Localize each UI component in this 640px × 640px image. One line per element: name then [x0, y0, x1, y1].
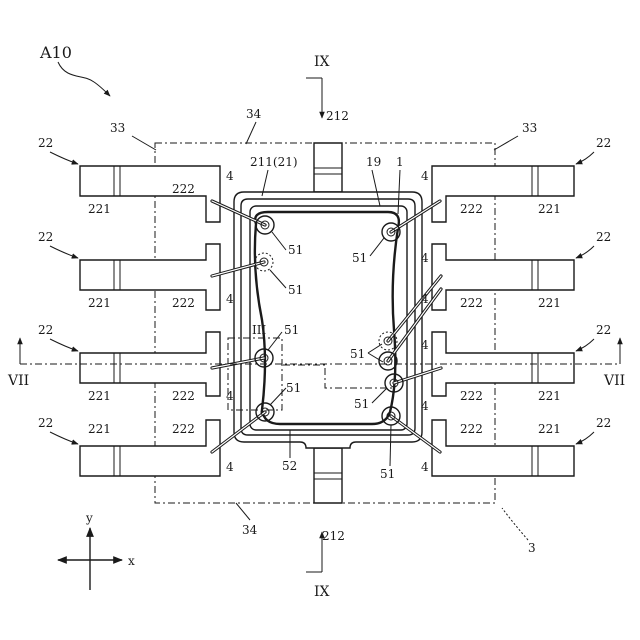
label-211-21: 211(21): [250, 155, 298, 169]
svg-text:221: 221: [88, 422, 111, 436]
svg-text:221: 221: [538, 389, 561, 403]
svg-text:22: 22: [596, 230, 611, 244]
svg-text:51: 51: [352, 251, 367, 265]
svg-text:22: 22: [38, 323, 53, 337]
svg-text:51: 51: [286, 381, 301, 395]
section-label-bottom: IX: [314, 584, 330, 600]
svg-text:22: 22: [596, 136, 611, 150]
svg-text:4: 4: [421, 338, 429, 352]
svg-text:222: 222: [172, 389, 195, 403]
svg-text:22: 22: [38, 416, 53, 430]
svg-text:4: 4: [421, 460, 429, 474]
section-label-right: VII: [603, 373, 625, 389]
label-33-left: 33: [110, 121, 125, 135]
svg-text:221: 221: [538, 422, 561, 436]
leader-33-right: [494, 136, 518, 150]
detail-label: III: [252, 323, 266, 337]
leader-33-left: [132, 136, 156, 150]
axis-indicator: [58, 528, 122, 590]
svg-text:22: 22: [596, 323, 611, 337]
svg-text:221: 221: [538, 202, 561, 216]
svg-text:222: 222: [172, 422, 195, 436]
axis-y-label: y: [85, 511, 93, 525]
label-34-top: 34: [246, 107, 262, 121]
svg-text:221: 221: [88, 389, 111, 403]
svg-text:4: 4: [421, 169, 429, 183]
svg-text:221: 221: [538, 296, 561, 310]
figure-label: A10: [39, 43, 72, 62]
svg-text:221: 221: [88, 202, 111, 216]
svg-text:222: 222: [460, 389, 483, 403]
axis-x-label: x: [128, 554, 135, 568]
svg-text:51: 51: [284, 323, 299, 337]
svg-text:4: 4: [421, 251, 429, 265]
svg-text:51: 51: [380, 467, 395, 481]
leader-34-bottom: [236, 503, 250, 520]
svg-text:22: 22: [38, 136, 53, 150]
section-label-left: VII: [7, 373, 29, 389]
svg-text:4: 4: [226, 389, 234, 403]
svg-text:22: 22: [38, 230, 53, 244]
leader-34-top: [246, 122, 256, 144]
svg-text:51: 51: [288, 283, 303, 297]
svg-text:222: 222: [460, 422, 483, 436]
svg-text:4: 4: [421, 399, 429, 413]
svg-text:222: 222: [460, 202, 483, 216]
label-52: 52: [282, 459, 297, 473]
svg-text:4: 4: [226, 292, 234, 306]
label-34-bottom: 34: [242, 523, 258, 537]
section-label-top: IX: [314, 54, 330, 70]
label-19: 19: [366, 155, 381, 169]
svg-text:222: 222: [460, 296, 483, 310]
leader-3: [502, 508, 528, 540]
svg-text:222: 222: [172, 182, 195, 196]
svg-text:22: 22: [596, 416, 611, 430]
svg-text:51: 51: [288, 243, 303, 257]
svg-text:4: 4: [226, 460, 234, 474]
svg-text:4: 4: [421, 292, 429, 306]
svg-text:51: 51: [354, 397, 369, 411]
label-212-bottom: 212: [322, 529, 345, 543]
svg-text:221: 221: [88, 296, 111, 310]
svg-text:4: 4: [226, 169, 234, 183]
label-3: 3: [528, 541, 536, 555]
svg-text:51: 51: [350, 347, 365, 361]
svg-text:222: 222: [172, 296, 195, 310]
label-1: 1: [396, 155, 404, 169]
figure-label-arrow: [58, 62, 110, 96]
label-212-top: 212: [326, 109, 349, 123]
label-33-right: 33: [522, 121, 537, 135]
